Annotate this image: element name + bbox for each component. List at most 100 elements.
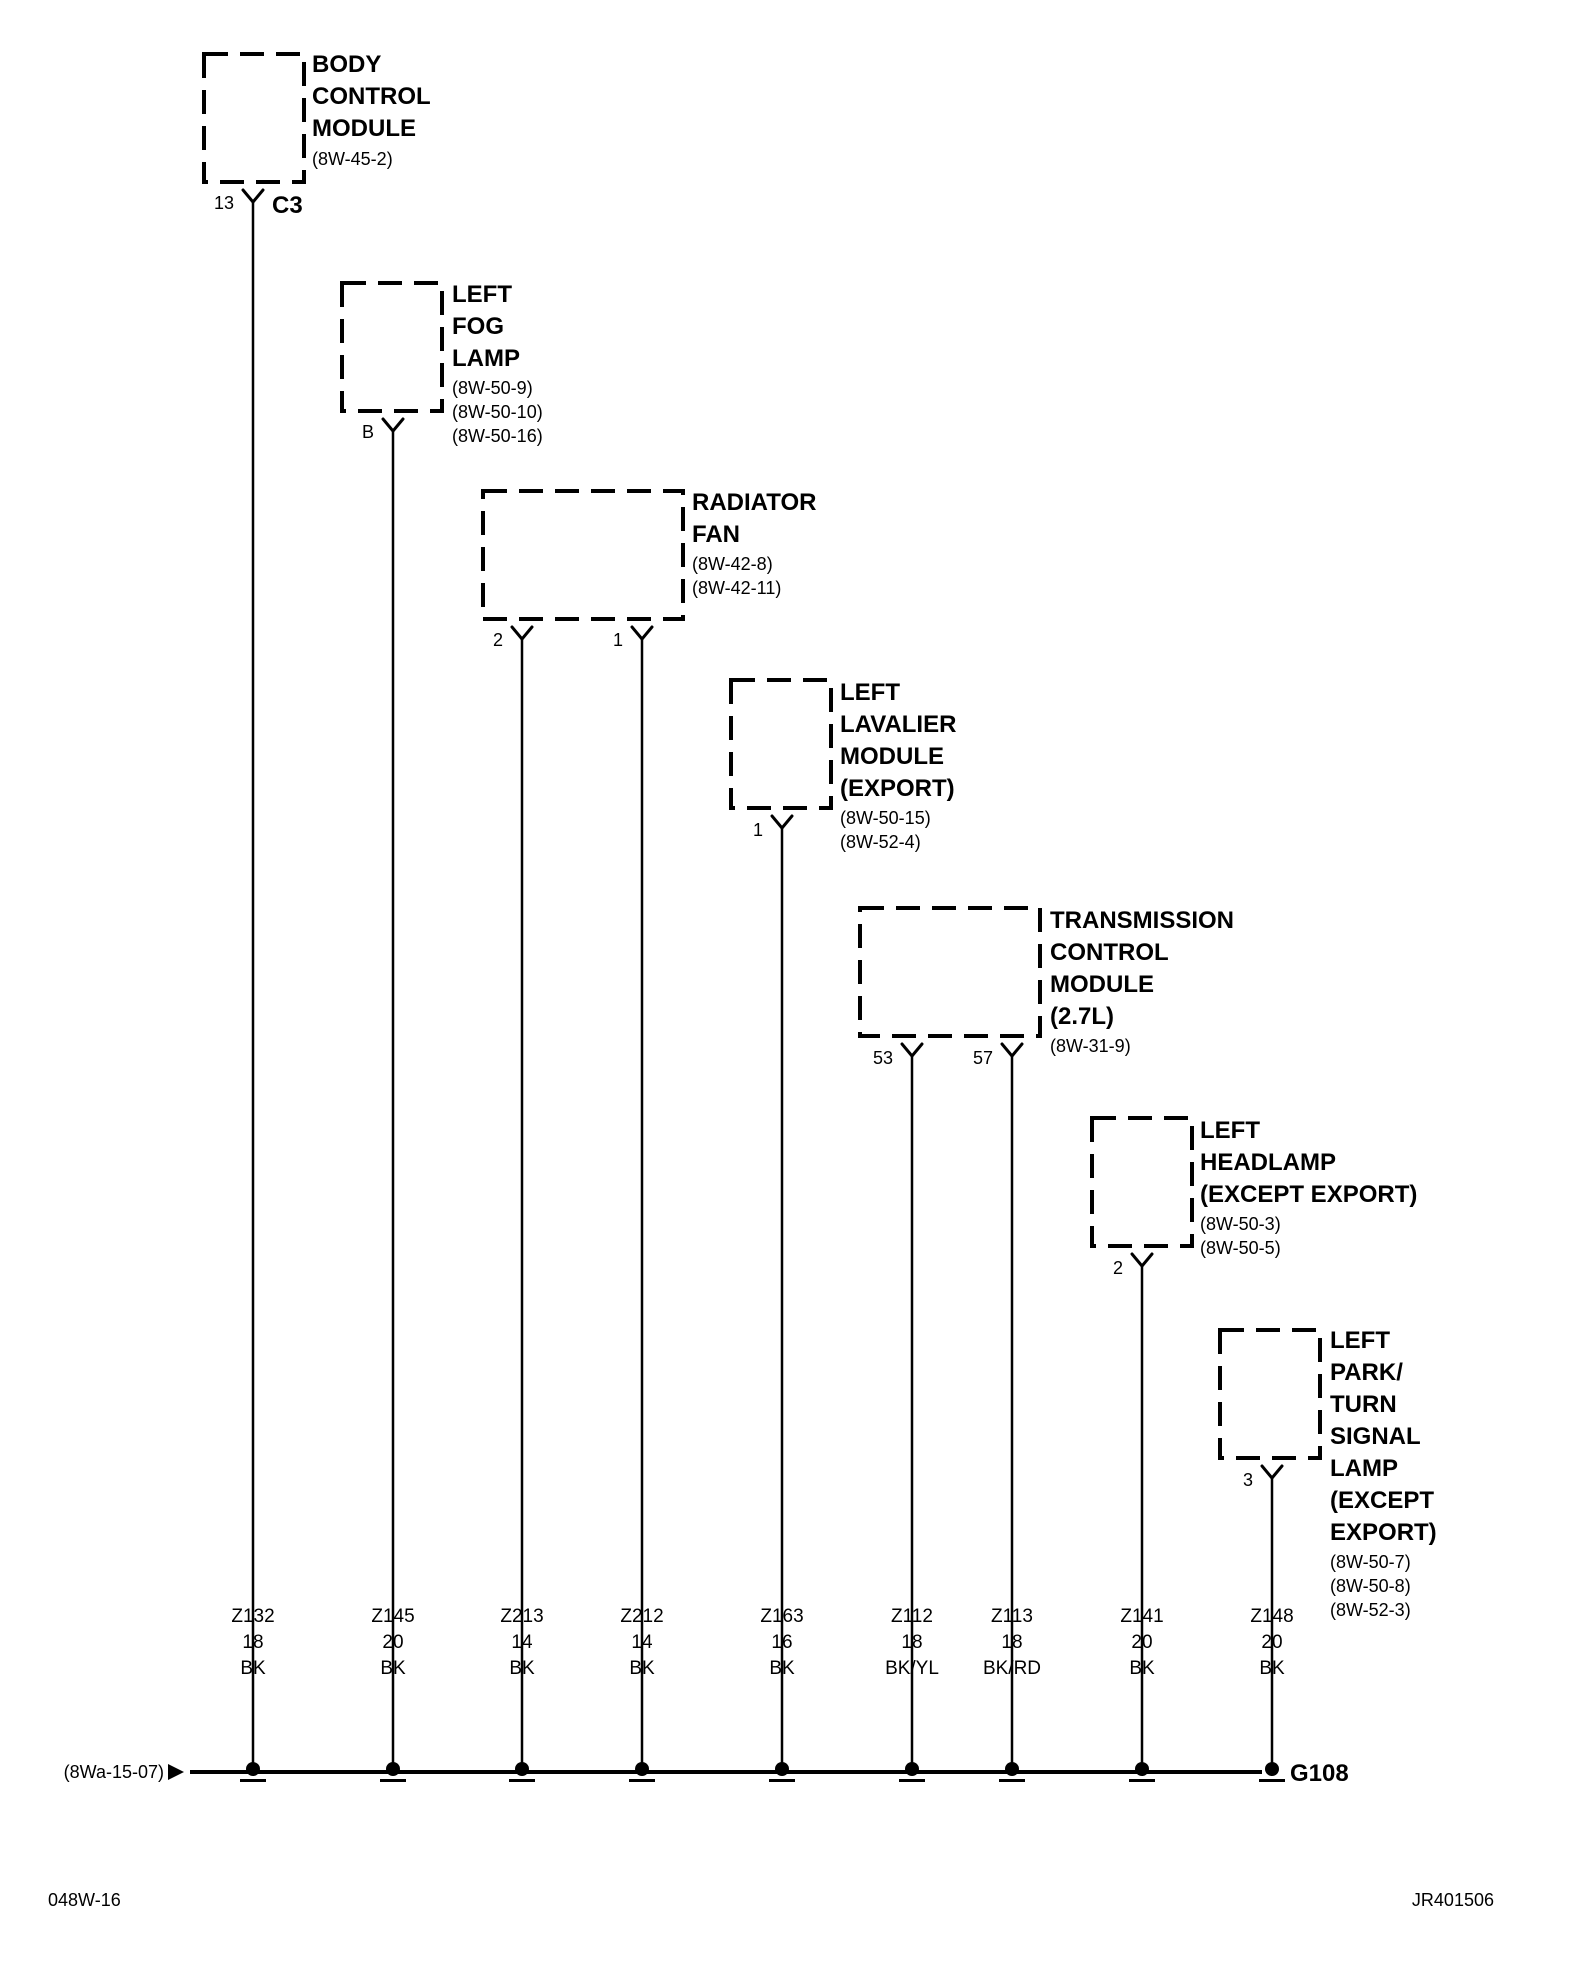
wire-gauge: 14: [511, 1632, 533, 1653]
pin-label: B: [362, 422, 374, 442]
pin-label: 2: [1113, 1258, 1123, 1278]
component-title: CONTROL: [1050, 939, 1169, 966]
ground-ref: (8Wa-15-07): [64, 1762, 164, 1782]
pin-connector-icon: [381, 417, 405, 433]
wire-color: BK: [629, 1658, 655, 1679]
wire-color: BK: [380, 1658, 406, 1679]
splice-dot-icon: [769, 1762, 795, 1782]
component-ref: (8W-31-9): [1050, 1036, 1131, 1056]
splice-dot-icon: [1129, 1762, 1155, 1782]
wire-gauge: 20: [1261, 1632, 1282, 1653]
pin-label: 3: [1243, 1470, 1253, 1490]
wire-gauge: 18: [242, 1632, 263, 1653]
wire-circuit: Z141: [1120, 1606, 1163, 1627]
component-title: LAMP: [1330, 1455, 1398, 1482]
box-body-control-module: [202, 52, 306, 184]
component-ref: (8W-50-5): [1200, 1238, 1281, 1258]
box-radiator-fan: [481, 489, 685, 621]
component-title: FAN: [692, 521, 740, 548]
component-ref: (8W-50-3): [1200, 1214, 1281, 1234]
component-title: LEFT: [840, 679, 900, 706]
ground-label: G108: [1290, 1760, 1349, 1787]
component-title: TRANSMISSION: [1050, 907, 1234, 934]
component-title: LEFT: [1330, 1327, 1390, 1354]
splice-dot-icon: [240, 1762, 266, 1782]
wire-color: BK: [1129, 1658, 1155, 1679]
pin-label: 2: [493, 630, 503, 650]
component-title: MODULE: [1050, 971, 1154, 998]
component-ref: (8W-50-16): [452, 426, 543, 446]
component-ref: (8W-52-4): [840, 832, 921, 852]
component-title: CONTROL: [312, 83, 431, 110]
pin-connector-icon: [510, 625, 534, 641]
component-title: LAVALIER: [840, 711, 956, 738]
component-title: FOG: [452, 313, 504, 340]
component-title: (EXCEPT: [1330, 1487, 1434, 1514]
box-left-fog-lamp: [340, 281, 444, 413]
wire-color: BK: [769, 1658, 795, 1679]
wire-circuit: Z112: [891, 1606, 933, 1627]
component-ref: (8W-42-8): [692, 554, 773, 574]
splice-dot-icon: [380, 1762, 406, 1782]
wire-circuit: Z163: [760, 1606, 803, 1627]
wire-circuit: Z145: [371, 1606, 414, 1627]
wire-color: BK: [240, 1658, 266, 1679]
wire-color: BK/YL: [885, 1658, 939, 1679]
wire-gauge: 20: [1131, 1632, 1152, 1653]
pin-connector-icon: [900, 1042, 924, 1058]
wire-circuit: Z213: [500, 1606, 543, 1627]
wire-gauge: 20: [382, 1632, 403, 1653]
footer-left-code: 048W-16: [48, 1890, 121, 1910]
wire-circuit: Z113: [991, 1606, 1033, 1627]
component-ref: (8W-50-7): [1330, 1552, 1411, 1572]
wire-gauge: 18: [1001, 1632, 1022, 1653]
component-title: RADIATOR: [692, 489, 816, 516]
splice-dot-icon: [899, 1762, 925, 1782]
wire-color: BK: [509, 1658, 535, 1679]
wire-gauge: 14: [631, 1632, 653, 1653]
arrow-icon: [168, 1764, 184, 1780]
ground-dot-icon: [1259, 1762, 1285, 1782]
wire-gauge: 18: [901, 1632, 922, 1653]
component-title: TURN: [1330, 1391, 1397, 1418]
component-ref: (8W-50-9): [452, 378, 533, 398]
pin-connector-icon: [241, 188, 265, 204]
component-title: LEFT: [452, 281, 512, 308]
component-title: MODULE: [312, 115, 416, 142]
component-ref: (8W-42-11): [692, 578, 781, 598]
component-title: (EXCEPT EXPORT): [1200, 1181, 1417, 1208]
splice-dot-icon: [509, 1762, 535, 1782]
component-ref: (8W-50-8): [1330, 1576, 1411, 1596]
component-title: SIGNAL: [1330, 1423, 1421, 1450]
box-left-park-turn-lamp: [1218, 1328, 1322, 1460]
component-title: LAMP: [452, 345, 520, 372]
pin-connector-icon: [1000, 1042, 1024, 1058]
component-title: LEFT: [1200, 1117, 1260, 1144]
component-title: PARK/: [1330, 1359, 1403, 1386]
component-ref: (8W-52-3): [1330, 1600, 1411, 1620]
wire-circuit: Z132: [231, 1606, 274, 1627]
pin-connector-icon: [630, 625, 654, 641]
component-title: (2.7L): [1050, 1003, 1114, 1030]
splice-dot-icon: [999, 1762, 1025, 1782]
component-title: BODY: [312, 51, 381, 78]
pin-connector-icon: [770, 814, 794, 830]
wire-gauge: 16: [771, 1632, 792, 1653]
pin-label: 13: [214, 193, 234, 213]
wire-circuit: Z212: [620, 1606, 663, 1627]
wire-circuit: Z148: [1250, 1606, 1293, 1627]
component-title: MODULE: [840, 743, 944, 770]
wire-color: BK/RD: [983, 1658, 1041, 1679]
connector-label: C3: [272, 192, 303, 219]
component-title: (EXPORT): [840, 775, 955, 802]
splice-dot-icon: [629, 1762, 655, 1782]
pin-label: 53: [873, 1048, 893, 1068]
box-transmission-control-module: [858, 906, 1042, 1038]
footer-right-code: JR401506: [1412, 1890, 1494, 1910]
component-title: EXPORT): [1330, 1519, 1437, 1546]
wire-color: BK: [1259, 1658, 1285, 1679]
component-ref: (8W-50-15): [840, 808, 931, 828]
box-left-lavalier-module: [729, 678, 833, 810]
component-ref: (8W-45-2): [312, 149, 393, 169]
